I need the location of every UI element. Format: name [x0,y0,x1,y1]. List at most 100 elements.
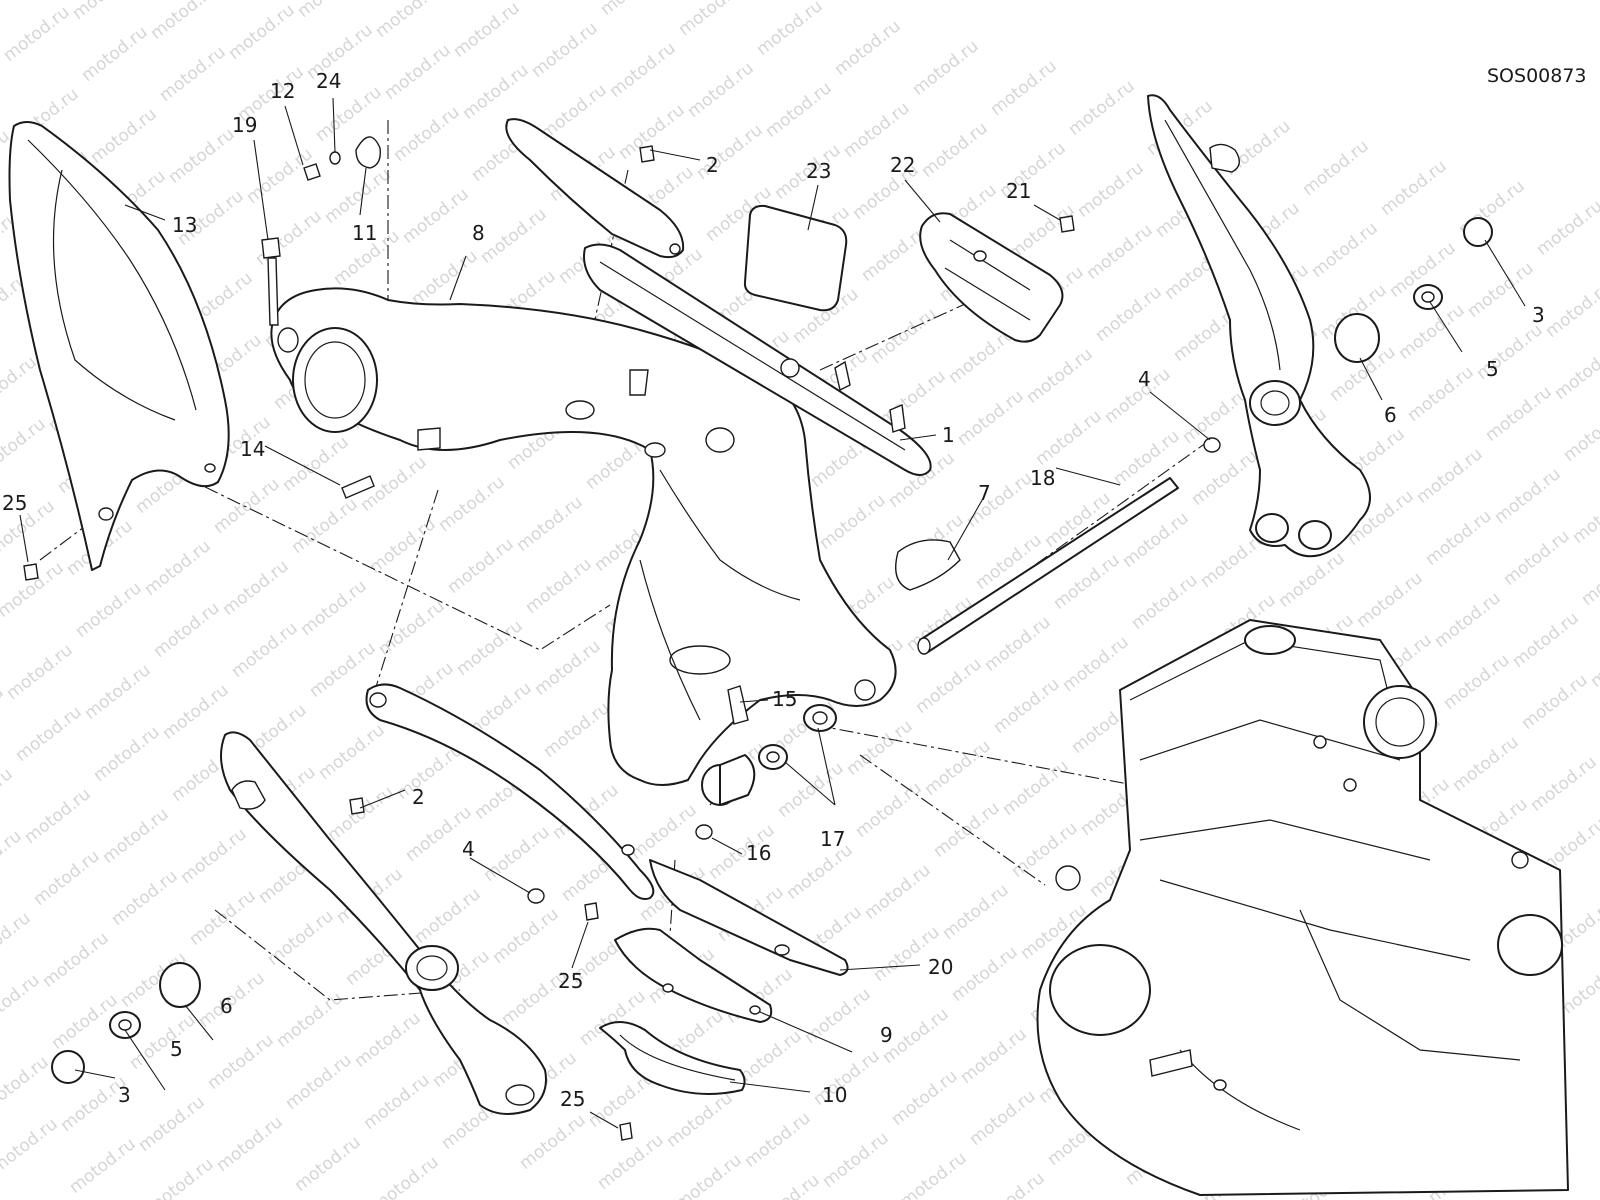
callout-3: 3 [118,1083,131,1107]
callout-18: 18 [1030,466,1055,490]
watermark-text: motod.ru [1440,650,1514,714]
watermark-text: motod.ru [1596,690,1600,754]
watermark-text: motod.ru [606,38,680,102]
watermark-text: motod.ru [1449,732,1523,796]
chain-guard-upper [505,118,685,259]
watermark-text: motod.ru [684,58,758,122]
callout-3: 3 [1532,303,1545,327]
callout-11: 11 [352,221,377,245]
callout-2: 2 [706,153,719,177]
watermark-text: motod.ru [1092,282,1166,346]
watermark-text: motod.ru [30,846,104,910]
watermark-text: motod.ru [921,736,995,800]
watermark-text: motod.ru [939,880,1013,944]
watermark-text: motod.ru [831,16,905,80]
watermark-text: motod.ru [918,118,992,182]
watermark-text: motod.ru [0,0,65,4]
watermark-text: motod.ru [66,1134,140,1198]
callout-25: 25 [558,969,583,993]
watermark-text: motod.ru [1482,382,1556,446]
leader-lines [19,97,1526,1129]
watermark-text: motod.ru [228,618,302,682]
callout-17: 17 [820,827,845,851]
watermark-text: motod.ru [294,0,368,22]
watermark-text: motod.ru [366,514,440,578]
watermark-text: motod.ru [1518,670,1592,734]
watermark-text: motod.ru [225,0,299,64]
watermark-text: motod.ru [909,36,983,100]
watermark-text: motod.ru [408,246,482,310]
watermark-text: motod.ru [69,0,143,24]
watermark-text: motod.ru [0,1052,53,1116]
watermark-text: motod.ru [219,556,293,620]
callout-5: 5 [1486,357,1499,381]
swingarm-8 [270,287,897,786]
watermark-text: motod.ru [816,490,890,554]
watermark-text: motod.ru [675,0,749,40]
watermark-text: motod.ru [1188,446,1262,510]
watermark-text: motod.ru [210,474,284,538]
watermark-text: motod.ru [99,804,173,868]
watermark-text: motod.ru [459,60,533,124]
watermark-text: motod.ru [480,822,554,886]
watermark-text: motod.ru [753,0,827,60]
watermark-text: motod.ru [522,554,596,618]
watermark-text: motod.ru [150,598,224,662]
watermark-text: motod.ru [867,304,941,368]
footpeg-bracket-right [1147,94,1371,558]
callout-22: 22 [890,153,915,177]
callout-2: 2 [412,785,425,809]
watermark-text: motod.ru [1065,76,1139,140]
watermark-text: motod.ru [81,660,155,724]
watermark-text: motod.ru [372,0,446,42]
drawing-code: SOS00873 [1487,65,1587,87]
watermark-text: motod.ru [264,906,338,970]
watermark-text: motod.ru [774,758,848,822]
watermark-text: motod.ru [78,22,152,86]
watermark-text: motod.ru [981,612,1055,676]
callout-4: 4 [1138,367,1151,391]
watermark-text: motod.ru [1578,546,1600,610]
watermark-text: motod.ru [0,1114,62,1178]
watermark-text: motod.ru [801,984,875,1048]
watermark-text: motod.ru [87,104,161,168]
watermark-text: motod.ru [135,1092,209,1156]
watermark-text: motod.ru [321,164,395,228]
footpeg-bracket-left [220,731,547,1115]
watermark-text: motod.ru [444,534,518,598]
callout-6: 6 [1384,403,1397,427]
watermark-text: motod.ru [741,1108,815,1172]
guard-20 [649,859,849,976]
watermark-text: motod.ru [912,654,986,718]
watermark-text: motod.ru [1542,278,1600,342]
callout-4: 4 [462,837,475,861]
watermark-text: motod.ru [12,702,86,766]
watermark-text: motod.ru [159,680,233,744]
watermark-text: motod.ru [297,576,371,640]
watermark-text: motod.ru [1473,320,1547,384]
callout-25: 25 [2,491,27,515]
watermark-text: motod.ru [291,1132,365,1196]
watermark-text: motod.ru [351,1008,425,1072]
watermark-text: motod.ru [1308,218,1382,282]
watermark-text: motod.ru [1413,444,1487,508]
watermark-text: motod.ru [141,536,215,600]
watermark-text: motod.ru [252,206,326,270]
watermark-text: motod.ru [0,908,35,972]
watermark-text: motod.ru [315,720,389,784]
watermark-text: motod.ru [513,492,587,556]
watermark-text: motod.ru [963,468,1037,532]
watermark-text: motod.ru [1527,752,1600,816]
watermark-text: motod.ru [375,596,449,660]
callout-23: 23 [806,159,831,183]
callout-12: 12 [270,79,295,103]
watermark-text: motod.ru [186,886,260,950]
watermark-text: motod.ru [381,40,455,104]
watermark-text: motod.ru [1404,362,1478,426]
cover-9 [614,927,773,1023]
watermark-text: motod.ru [819,1128,893,1192]
cover-10 [599,1021,746,1095]
watermark-text: motod.ru [861,860,935,924]
